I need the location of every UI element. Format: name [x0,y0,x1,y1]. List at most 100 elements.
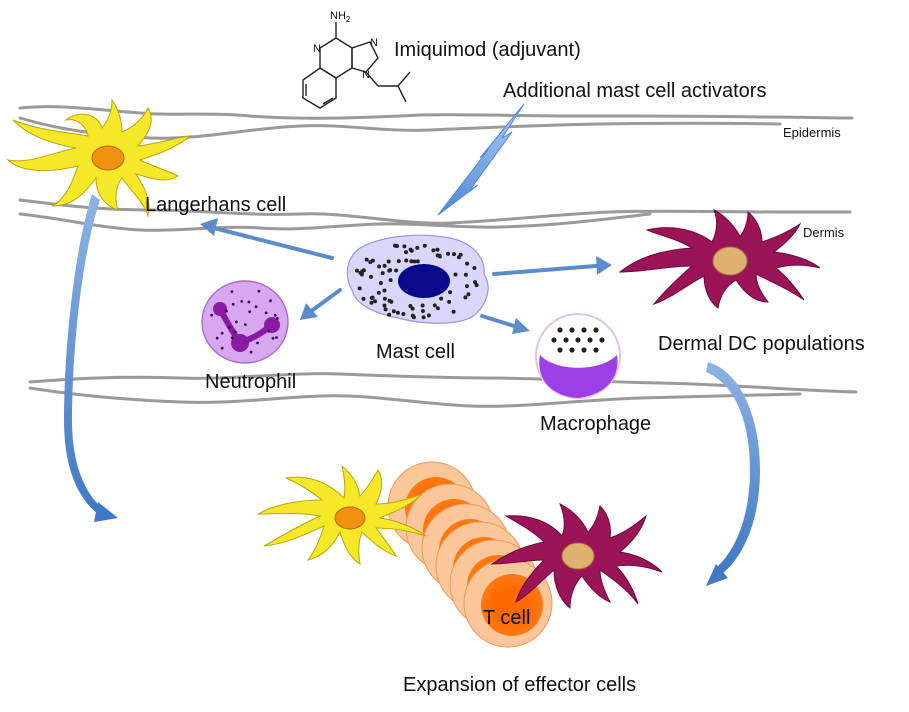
mast-granule [380,271,385,276]
macrophage [535,313,621,399]
neutrophil-granule [244,323,247,326]
neutrophil-granule [225,309,228,313]
mast-granule [420,309,425,313]
mast-granule [472,266,477,270]
mast-granule [439,296,444,301]
neutrophil-granule [273,313,277,317]
macrophage-granule [557,347,563,353]
macrophage-granule [587,337,593,343]
mast-granule [376,290,381,295]
mast-granule [432,303,437,308]
mast-granule [394,268,399,273]
neutrophil-granule [220,331,224,335]
dermis-top-line-2 [18,212,652,232]
neutrophil-granule [248,310,252,314]
mast-granule [382,296,387,301]
macrophage-granule [599,337,605,343]
neutrophil-granule [254,305,258,309]
macrophage-granule [569,327,575,333]
imiquimod-label: Imiquimod (adjuvant) [394,39,581,61]
macrophage-granule [569,347,575,353]
n-atom-label-2: N [370,37,378,49]
activator-bolt-icon [437,103,525,216]
n-atom-label-1: N [313,43,321,55]
mast-granule [396,259,401,264]
mast-granule [420,303,425,308]
neutrophil-granule [275,336,278,339]
neutrophil-granule [234,330,237,334]
langerhans-label: Langerhans cell [145,194,286,216]
mast-cell-label: Mast cell [376,341,455,363]
dermis-top-line [18,198,852,225]
mast-granule [395,244,399,248]
mast-granule [463,295,468,300]
macrophage-granule [557,327,563,333]
langerhans-cell-bottom [256,464,427,565]
mast-granule [473,280,477,285]
dermis-bottom-line [28,372,858,394]
mast-granule [361,296,366,301]
mast-granule [386,259,391,264]
neutrophil-granule [230,290,234,293]
mast-granule [415,245,420,250]
mast-cell [346,234,489,324]
mast-granule [453,272,458,277]
epidermis-top-line [18,105,854,120]
macrophage-label: Macrophage [540,413,651,435]
neutrophil-granule [264,311,268,315]
mast-granule [388,278,393,283]
mast-granule [421,315,426,320]
mast-granule [377,264,382,269]
mast-granule [402,244,407,249]
epidermis-label: Epidermis [783,125,841,140]
dermal-dc-cell-bottom [490,502,663,610]
curved-arrow-right [706,362,760,586]
dermal-dc-label: Dermal DC populations [658,333,865,355]
neutrophil-granule [228,325,231,329]
mast-granule [404,258,409,263]
mast-granule [369,300,374,305]
mast-granule [357,286,362,291]
mast-granule [378,281,383,285]
mast-granule [354,268,359,273]
neutrophil-granule [220,346,224,350]
mast-granule [391,309,396,314]
mast-granule [435,306,440,311]
mast-granule [437,254,442,259]
mast-granule [358,270,363,275]
mast-granule [370,295,375,300]
mast-granule [448,290,453,295]
mast-granule [382,303,387,308]
mast-granule [370,258,375,263]
dermal-dc-cell [618,208,821,309]
mast-granule [451,309,456,314]
mast-granule [409,259,414,264]
macrophage-granule [593,327,599,333]
mast-granule [415,259,420,264]
neutrophil-granule [256,341,259,345]
mast-granule [435,247,440,252]
n-atom-label-3: N [362,69,370,81]
mast-granule [447,299,452,304]
macrophage-granule [575,337,581,343]
mast-granule [404,250,408,255]
mast-granule [465,261,470,266]
mast-granule [463,272,468,277]
neutrophil-granule [240,300,244,303]
neutrophil-granule [230,336,234,340]
mast-granule [387,312,392,317]
mast-granule [382,288,387,293]
macrophage-granule [551,337,557,343]
mast-granule [383,307,388,312]
mast-granule [422,243,427,248]
macrophage-granule [581,327,587,333]
activators-label: Additional mast cell activators [503,80,766,102]
mast-granule [446,251,451,256]
neutrophil-granule [257,289,261,293]
mast-granule [382,263,387,268]
mast-granule [408,304,413,308]
neutrophil [201,280,289,364]
mast-granule [452,252,456,257]
